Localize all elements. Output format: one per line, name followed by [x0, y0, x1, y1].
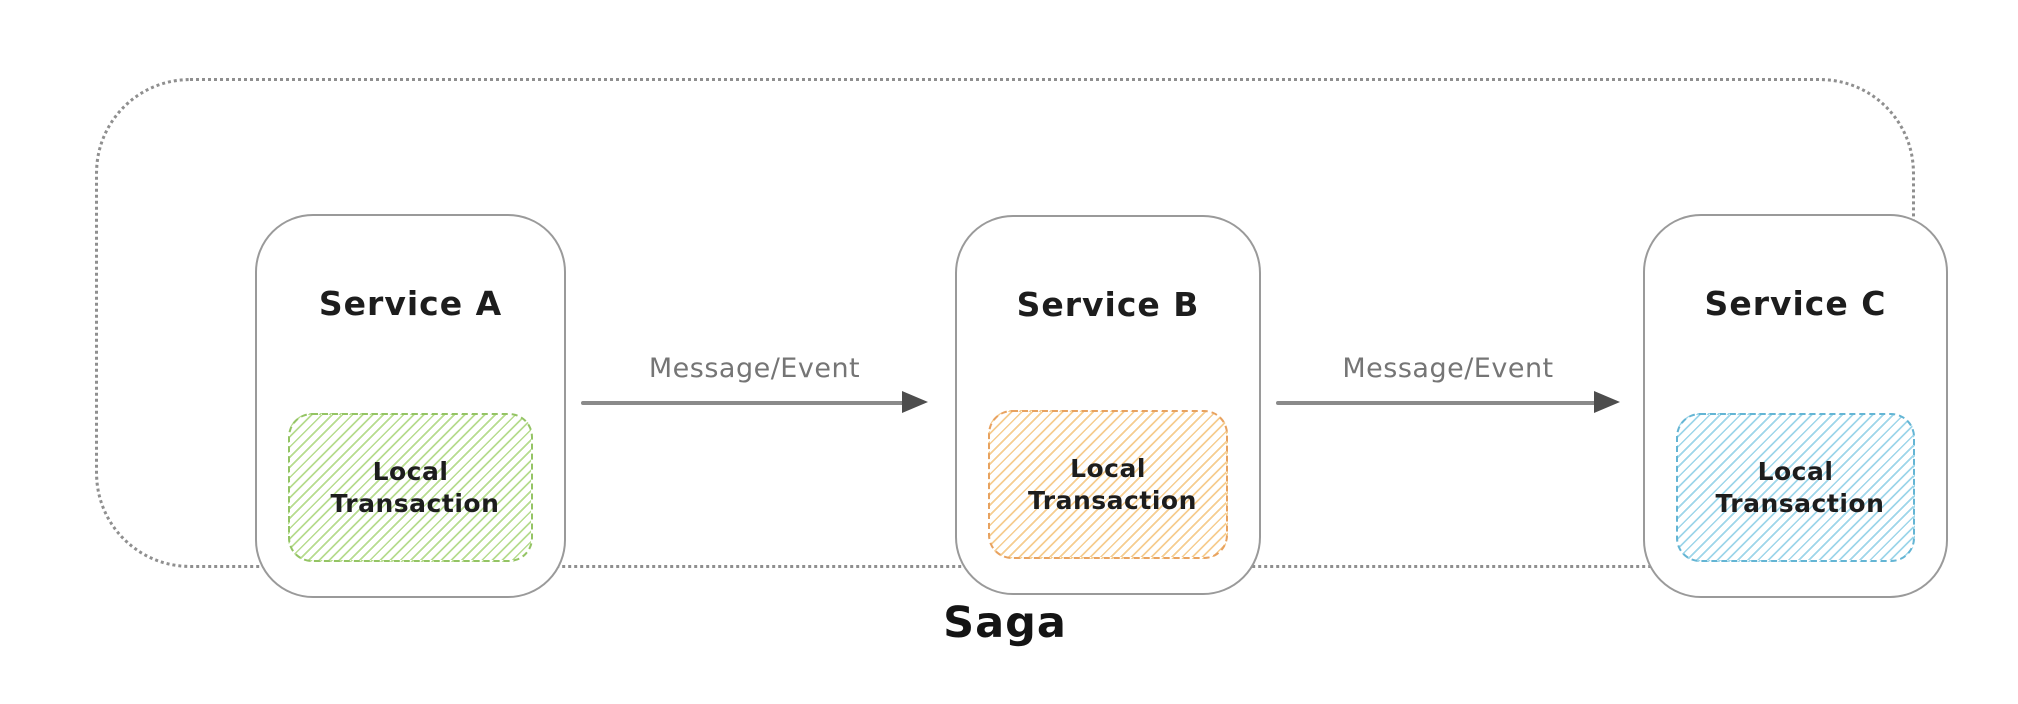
local-transaction-box-a: Local Transaction: [288, 413, 533, 562]
local-transaction-label-b: Local Transaction: [1028, 454, 1197, 515]
service-box-a: Service A Local Transaction: [255, 214, 566, 598]
local-transaction-label-c: Local Transaction: [1715, 457, 1885, 518]
arrowhead-icon: [1594, 391, 1620, 413]
diagram-title: Saga: [943, 598, 1067, 648]
service-a-name: Service A: [318, 284, 503, 323]
local-transaction-box-c: Local Transaction: [1676, 413, 1915, 562]
service-b-name: Service B: [1016, 285, 1200, 324]
arrow-a-to-b-label: Message/Event: [648, 353, 861, 384]
arrow-b-to-c: Message/Event: [1276, 353, 1620, 413]
service-box-b: Service B Local Transaction: [955, 215, 1261, 595]
arrow-a-to-b: Message/Event: [581, 353, 928, 413]
arrow-b-to-c-line: [1276, 401, 1600, 405]
arrow-b-to-c-label: Message/Event: [1342, 353, 1554, 384]
local-transaction-box-b: Local Transaction: [988, 410, 1228, 559]
saga-boundary-box: Service A Local Transaction Message/Even…: [95, 78, 1948, 598]
service-box-c: Service C Local Transaction: [1643, 214, 1948, 598]
service-c-name: Service C: [1704, 284, 1887, 323]
arrow-a-to-b-line: [581, 401, 908, 405]
arrowhead-icon: [902, 391, 928, 413]
local-transaction-label-a: Local Transaction: [330, 457, 500, 518]
